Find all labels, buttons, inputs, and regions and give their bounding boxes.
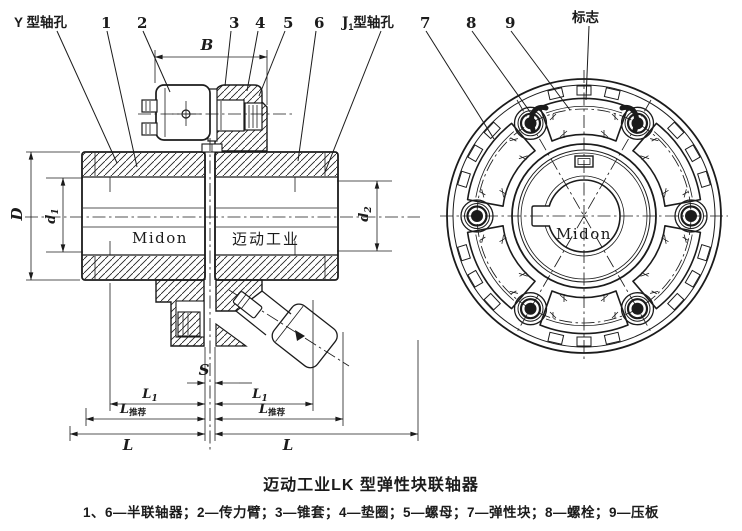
taper-sleeve: [213, 99, 245, 132]
dimension-d1: d1: [44, 177, 83, 253]
dim-label-L-rec: L推荐: [258, 402, 286, 417]
callout-1: 1: [101, 14, 111, 32]
dimension-L-recommended-right: L推荐: [214, 332, 344, 426]
dim-label-d2: d2: [357, 206, 374, 221]
dimension-L-right: L: [214, 340, 419, 454]
dim-label-D: D: [8, 207, 26, 221]
dimension-L1-right: L1: [214, 300, 314, 411]
leader-lines-right: [425, 25, 590, 140]
callout-2: 2: [137, 14, 147, 32]
figure-title: 迈动工业LK 型弹性块联轴器: [263, 477, 479, 494]
dimension-L-left: L: [69, 426, 206, 454]
nut: [244, 102, 263, 131]
dim-label-L: L: [282, 436, 294, 454]
dimension-L-recommended-left: L推荐: [85, 402, 206, 426]
dim-label-B: B: [200, 36, 214, 54]
technical-drawing: Midon 迈动工业 B D d1 d2: [8, 9, 728, 454]
callout-4: 4: [255, 14, 265, 32]
dim-label-L: L: [122, 436, 134, 454]
parts-legend: 1、6—半联轴器；2—传力臂；3—锥套；4—垫圈；5—螺母；7—弹性块；8—螺栓…: [82, 505, 660, 520]
hub-brand-text-right: 迈动工业: [232, 231, 300, 248]
callout-8: 8: [466, 14, 476, 32]
dim-label-L1: L1: [141, 387, 157, 404]
clamp-screw: [141, 122, 158, 136]
callout-9: 9: [505, 14, 515, 32]
dimension-D: D: [8, 151, 80, 281]
angled-bolt: [232, 291, 263, 319]
callout-mark: 标志: [571, 9, 600, 25]
dim-label-S: S: [199, 361, 210, 379]
half-coupling-right-body: [214, 151, 339, 281]
clamp-screw: [141, 99, 158, 113]
phantom-elastic-block: [271, 303, 338, 369]
callout-j1-type-bore: J1型轴孔: [341, 14, 394, 32]
dimension-S: S: [187, 361, 252, 386]
half-coupling-left-body: [81, 151, 206, 281]
hub-brand-text-left: Midon: [132, 229, 188, 247]
callout-y-type-bore: Y 型轴孔: [14, 14, 68, 30]
callout-7: 7: [420, 14, 430, 32]
dimension-B: B: [154, 36, 268, 105]
callout-5: 5: [283, 14, 293, 32]
right-view-front-face: Midon 7 8 9 标志: [420, 9, 728, 362]
bottom-assembly: [155, 279, 350, 369]
left-view-cross-section: Midon 迈动工业 B D d1 d2: [8, 14, 420, 454]
top-clamp-assembly: [138, 84, 292, 153]
dimension-L1-left: L1: [109, 283, 206, 411]
callout-6: 6: [314, 14, 324, 32]
dimension-d2: d2: [337, 180, 392, 252]
dim-label-d1: d1: [44, 208, 61, 223]
dim-label-L-rec: L推荐: [119, 402, 147, 417]
force-arm-block: [155, 84, 211, 141]
dim-label-L1: L1: [251, 387, 267, 404]
leader-lines-left: [56, 30, 382, 173]
callout-3: 3: [229, 14, 239, 32]
